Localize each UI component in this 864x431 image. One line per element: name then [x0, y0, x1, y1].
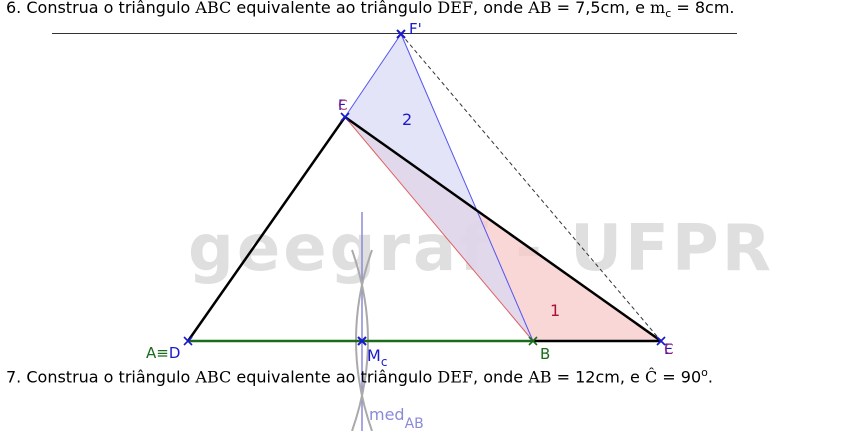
label-a-equiv-d: A≡D: [146, 344, 180, 362]
label-region-1: 1: [550, 301, 560, 320]
point-mc-marker: [357, 336, 367, 346]
point-b-marker: [528, 336, 538, 346]
label-e-overlap-c: C: [664, 342, 674, 358]
label-region-2: 2: [402, 110, 412, 129]
label-f-overlap: F: [338, 98, 346, 114]
problem-number: 7.: [6, 367, 22, 387]
problem-7-statement: 7. Construa o triângulo ABC equivalente …: [6, 366, 713, 387]
side-d-f: [186, 116, 347, 342]
point-e-marker: [656, 336, 666, 346]
point-f-marker: [340, 112, 350, 122]
label-f-overlap-c: C: [338, 98, 348, 114]
label-mc: Mc: [367, 346, 387, 369]
problem-number: 6.: [6, 0, 22, 17]
label-f-prime: F': [409, 20, 422, 38]
point-fprime-marker: [396, 29, 406, 39]
horizontal-rule: [52, 33, 737, 34]
label-b: B: [540, 345, 550, 363]
region-2-fill: [345, 34, 533, 341]
label-e-overlap: E: [664, 342, 673, 358]
point-d-marker: [183, 336, 193, 346]
label-med-ab: medAB: [369, 405, 424, 431]
problem-6-statement: 6. Construa o triângulo ABC equivalente …: [6, 0, 735, 21]
side-f-e: [344, 115, 662, 343]
segment-f-fprime: [344, 33, 402, 118]
segment-fprime-b: [400, 33, 534, 342]
segment-f-b: [344, 116, 534, 342]
